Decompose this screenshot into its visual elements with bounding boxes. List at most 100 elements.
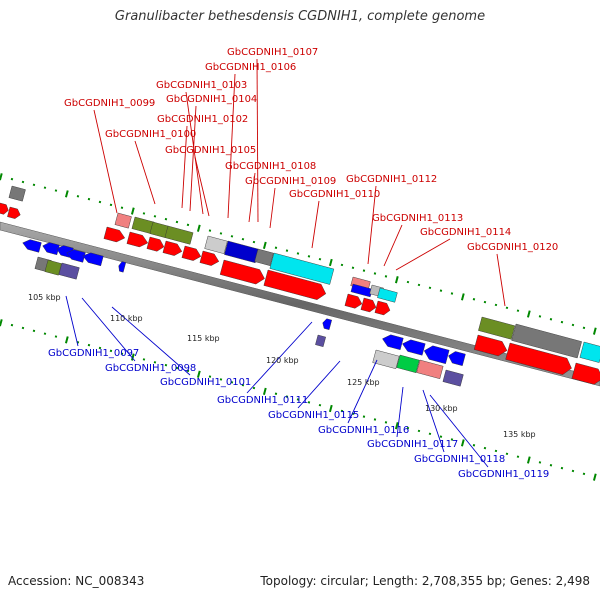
gene-labels: GbCGDNIH1_0107GbCGDNIH1_0106GbCGDNIH1_01…: [48, 47, 558, 480]
gene-feature: [374, 300, 391, 316]
leader-line: [185, 91, 204, 215]
gene-feature: [66, 249, 86, 263]
gene-label-bottom: GbCGDNIH1_0119: [458, 469, 549, 480]
gc-dot: [175, 366, 179, 370]
leader-line: [227, 73, 236, 219]
gc-dot: [164, 363, 168, 367]
gc-dot: [549, 318, 553, 321]
leader-line: [396, 386, 404, 438]
gc-dot: [43, 332, 47, 335]
gc-dot: [571, 323, 575, 327]
gene-feature: [224, 240, 260, 264]
leader-line: [311, 200, 320, 249]
leader-line: [181, 125, 188, 209]
leader-line: [347, 359, 378, 424]
gc-dot: [340, 263, 344, 267]
genome-summary: Topology: circular; Length: 2,708,355 bp…: [260, 574, 590, 588]
gene-label-bottom: GbCGDNIH1_0117: [367, 439, 458, 450]
gc-dot: [582, 326, 586, 330]
gene-label-top: GbCGDNIH1_0113: [372, 213, 463, 224]
gc-dot: [54, 189, 58, 192]
gene-feature: [204, 235, 228, 254]
gene-feature: [146, 236, 165, 252]
gc-dot: [120, 206, 124, 209]
gc-dot: [516, 309, 520, 312]
gene-feature: [219, 259, 265, 285]
gc-dot: [472, 298, 476, 301]
gene-feature: [199, 250, 220, 266]
leader-line: [194, 156, 210, 217]
scale-tick-label: 125 kbp: [347, 378, 380, 387]
gene-label-top: GbCGDNIH1_0108: [225, 161, 316, 172]
gene-feature: [571, 362, 600, 385]
gene-feature: [473, 334, 508, 357]
gc-dot: [362, 269, 366, 272]
gene-feature: [114, 212, 132, 229]
gc-dot: [0, 173, 3, 181]
leader-line: [429, 394, 489, 468]
scale-ticks: 105 kbp 110 kbp 115 kbp 120 kbp 125 kbp 130 k…: [28, 293, 536, 439]
gene-feature: [350, 283, 373, 298]
gc-dot: [494, 303, 498, 307]
gc-dot: [483, 300, 487, 304]
gc-dot: [494, 449, 498, 453]
gc-dot: [153, 215, 157, 218]
gene-label-top: GbCGDNIH1_0114: [420, 227, 511, 238]
gc-dot: [592, 327, 597, 335]
gene-feature: [164, 225, 194, 245]
gc-dot: [21, 180, 25, 184]
gc-dot: [262, 241, 267, 250]
gc-dot: [318, 403, 322, 407]
leader-line: [256, 58, 259, 223]
gc-dot: [582, 472, 586, 476]
scale-tick-label: 130 kbp: [425, 404, 458, 413]
gc-dot: [560, 466, 564, 470]
gene-label-top: GbCGDNIH1_0102: [157, 114, 248, 125]
gc-dot: [43, 186, 47, 189]
scale-tick-label: 115 kbp: [187, 334, 220, 343]
gc-dot: [21, 326, 25, 330]
leader-line: [269, 187, 276, 229]
gene-label-bottom: GbCGDNIH1_0118: [414, 454, 505, 465]
gc-dot: [560, 320, 564, 324]
gc-dot: [373, 272, 377, 275]
gc-dot: [328, 258, 333, 267]
gene-feature: [22, 239, 42, 253]
leader-line: [248, 172, 256, 223]
gc-dot: [274, 246, 278, 249]
scale-tick-label: 105 kbp: [28, 293, 61, 302]
gene-feature: [7, 206, 21, 219]
gene-feature: [269, 252, 335, 285]
leader-line: [111, 306, 191, 376]
gc-dot: [120, 352, 124, 355]
scale-tick-label: 110 kbp: [110, 314, 143, 323]
gc-dot: [296, 398, 300, 401]
scale-tick-label: 120 kbp: [266, 356, 299, 365]
gc-dot: [285, 249, 289, 252]
gene-label-top: GbCGDNIH1_0100: [105, 129, 196, 140]
gene-feature: [360, 297, 377, 313]
gc-dot: [130, 353, 135, 361]
gc-dot: [516, 455, 520, 458]
gc-dot: [186, 223, 190, 227]
gc-dot: [208, 375, 212, 378]
gene-label-bottom: GbCGDNIH1_0098: [105, 363, 196, 374]
gc-dot: [483, 446, 487, 450]
gene-feature: [263, 269, 327, 300]
gene-label-top: GbCGDNIH1_0107: [227, 47, 318, 58]
gc-dot: [10, 323, 14, 327]
gc-dot: [318, 257, 322, 261]
gc-dot: [505, 452, 509, 456]
gc-dot: [394, 422, 399, 430]
gene-feature: [416, 359, 444, 380]
gc-dot: [307, 255, 311, 258]
gc-dot: [219, 378, 223, 381]
gene-feature: [103, 226, 126, 243]
gc-dot: [32, 329, 36, 333]
gene-label-top: GbCGDNIH1_0106: [205, 62, 296, 73]
leader-line: [246, 321, 313, 394]
gene-label-bottom: GbCGDNIH1_0111: [217, 395, 308, 406]
gene-feature: [126, 231, 149, 248]
gene-label-top: GbCGDNIH1_0104: [166, 94, 257, 105]
gene-feature: [58, 262, 80, 280]
